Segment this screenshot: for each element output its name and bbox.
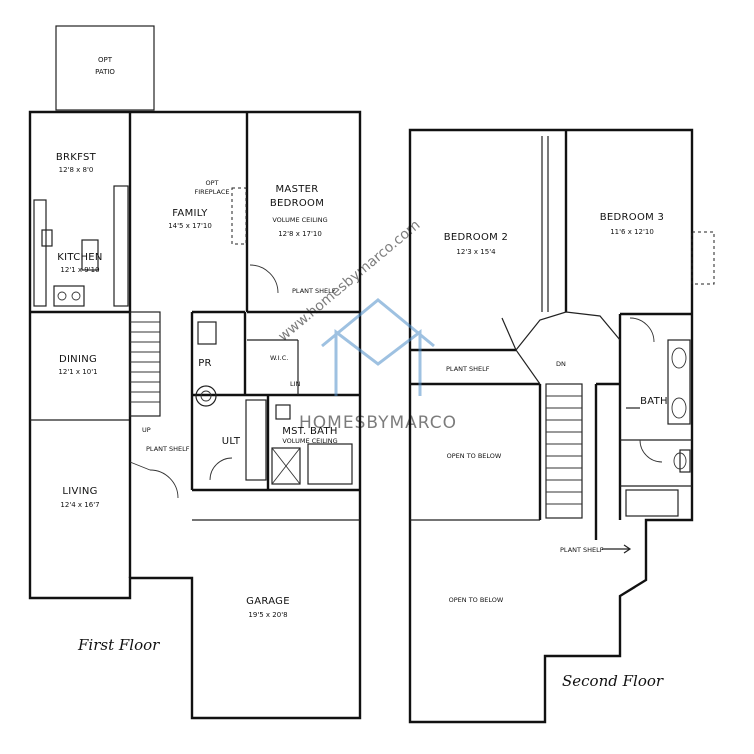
plant-shelf-lower-label: PLANT SHELF: [146, 445, 190, 453]
first-floor-interior-walls: [30, 112, 360, 578]
master-bath-fixtures: [245, 399, 353, 485]
family-label: FAMILY: [172, 208, 208, 219]
dn-label: DN: [556, 360, 566, 368]
patio-label: OPT: [98, 56, 113, 64]
bedroom3-bump: [691, 231, 715, 285]
second-floor-doors: [629, 317, 663, 463]
garage-label: GARAGE: [246, 596, 290, 607]
ult-label: ULT: [222, 436, 241, 447]
open-below-b-label: OPEN TO BELOW: [449, 596, 504, 604]
master-label-2: BEDROOM: [270, 198, 324, 209]
powder-room-fixtures: [195, 321, 217, 407]
plant-shelf-a-label: PLANT SHELF: [446, 365, 490, 373]
watermark: www.homesbymarco.com HOMESBYMARCO: [275, 217, 457, 433]
kitchen-label: KITCHEN: [57, 252, 102, 263]
first-floor-labels: OPT PATIO BRKFST 12'8 x 8'0 KITCHEN 12'1…: [56, 56, 338, 654]
mst-bath-note: VOLUME CEILING: [282, 437, 337, 445]
master-dim: 12'8 x 17'10: [278, 230, 322, 238]
patio-outline: [55, 25, 155, 111]
living-label: LIVING: [62, 486, 97, 497]
wic-label: W.I.C.: [270, 354, 288, 362]
watermark-house-logo: [321, 298, 435, 396]
brkfst-label: BRKFST: [56, 152, 97, 163]
mst-bath-label: MST. BATH: [282, 426, 338, 437]
kitchen-dim: 12'1 x 9'10: [60, 266, 99, 274]
first-floor-plan: [28, 25, 362, 720]
plant-shelf-b-label: PLANT SHELF: [560, 546, 604, 554]
second-floor-interior-walls: [410, 130, 692, 540]
living-dim: 12'4 x 16'7: [60, 501, 99, 509]
master-label: MASTER: [276, 184, 319, 195]
lin-label: LIN: [290, 380, 301, 388]
master-note: VOLUME CEILING: [272, 216, 327, 224]
up-label: UP: [142, 426, 151, 434]
fireplace-label: OPT: [205, 179, 218, 187]
bath-fixtures: [625, 339, 691, 517]
second-floor-title: Second Floor: [562, 672, 664, 690]
bedroom2-label: BEDROOM 2: [444, 232, 508, 243]
fireplace-label-2: FIREPLACE: [195, 188, 230, 196]
plant-shelf-arrow: [602, 544, 632, 554]
kitchen-counters: [33, 185, 129, 307]
bath-label: BATH: [640, 396, 668, 407]
first-floor-stairs: [129, 311, 161, 417]
upper-hall-walls: [501, 311, 621, 385]
plant-shelf-upper-label: PLANT SHELF: [292, 287, 336, 295]
dining-dim: 12'1 x 10'1: [58, 368, 97, 376]
bedroom3-dim: 11'6 x 12'10: [610, 228, 654, 236]
fireplace-outline: [231, 187, 247, 245]
bedroom3-label: BEDROOM 3: [600, 212, 664, 223]
first-floor-title: First Floor: [77, 636, 160, 654]
watermark-brand: HOMESBYMARCO: [299, 413, 457, 433]
second-floor-plan: [408, 128, 715, 724]
first-floor-doors: [129, 264, 279, 499]
dining-label: DINING: [59, 354, 97, 365]
patio-label-2: PATIO: [95, 68, 115, 76]
second-floor-labels: BEDROOM 2 12'3 x 15'4 BEDROOM 3 11'6 x 1…: [444, 212, 668, 690]
brkfst-dim: 12'8 x 8'0: [59, 166, 94, 174]
second-floor-stairs: [545, 383, 583, 519]
pr-label: PR: [198, 358, 212, 369]
open-below-a-label: OPEN TO BELOW: [447, 452, 502, 460]
garage-dim: 19'5 x 20'8: [248, 611, 287, 619]
bedroom2-dim: 12'3 x 15'4: [456, 248, 496, 256]
family-dim: 14'5 x 17'10: [168, 222, 212, 230]
